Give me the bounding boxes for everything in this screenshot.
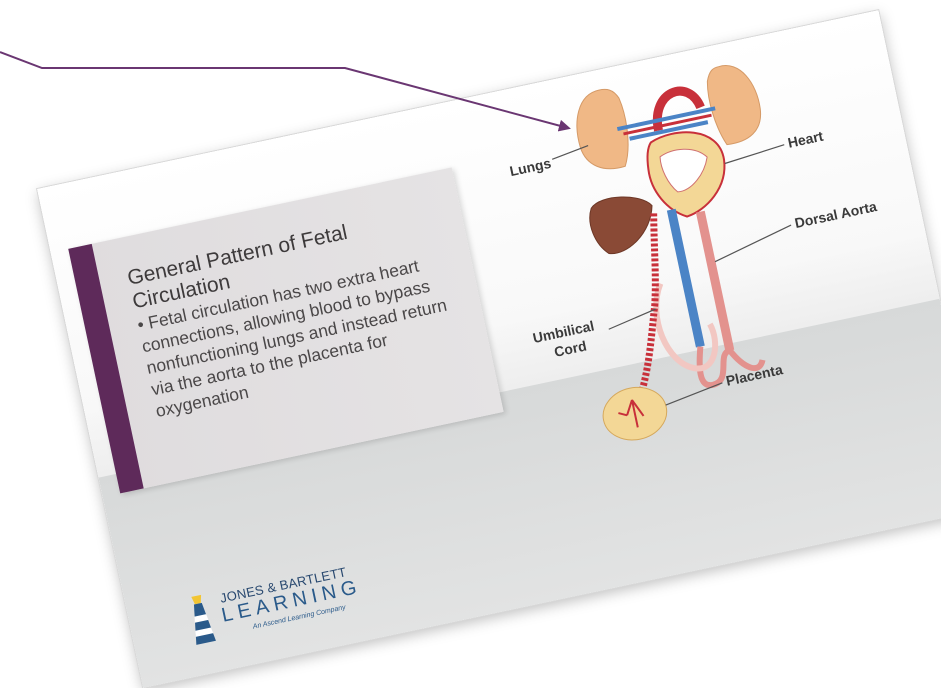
left-lung-shape	[569, 86, 635, 175]
heart-leader-line	[724, 145, 786, 164]
label-lungs: Lungs	[508, 155, 553, 179]
vena-cava-shape	[671, 210, 700, 347]
label-heart: Heart	[786, 128, 825, 151]
liver-shape	[586, 190, 660, 257]
aorta-leader-line	[711, 225, 795, 262]
right-lung-shape	[703, 60, 766, 147]
placenta-leader-line	[664, 383, 725, 405]
label-dorsal-aorta: Dorsal Aorta	[793, 198, 878, 231]
slide: General Pattern of Fetal Circulation • F…	[37, 10, 941, 688]
